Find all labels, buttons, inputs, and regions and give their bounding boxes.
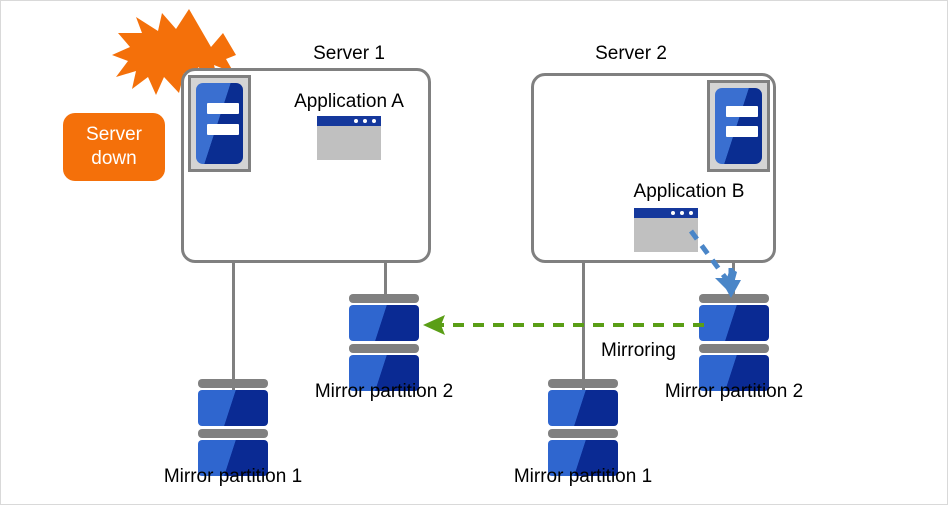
server-1-unit-icon	[188, 75, 251, 172]
write-arrow	[685, 228, 745, 298]
server-1-connector-right	[384, 263, 387, 298]
application-a-label: Application A	[294, 91, 404, 112]
server-down-badge: Server down	[63, 113, 165, 181]
server-1-title: Server 1	[313, 43, 385, 64]
s1-mirror-partition-1-label: Mirror partition 1	[163, 466, 303, 487]
mirroring-arrow	[419, 313, 704, 337]
s1-mirror-partition-2-disk	[349, 294, 419, 394]
server-2-title: Server 2	[595, 43, 667, 64]
server-down-line1: Server	[86, 124, 142, 145]
s1-mirror-partition-1-disk	[198, 379, 268, 479]
application-b-window-icon	[634, 208, 698, 252]
s1-mirror-partition-2-label: Mirror partition 2	[314, 381, 454, 402]
server-1-connector-left	[232, 263, 235, 390]
s2-mirror-partition-1-label: Mirror partition 1	[513, 466, 653, 487]
lightning-bolt-icon	[106, 7, 236, 122]
application-b-label: Application B	[633, 181, 745, 202]
s2-mirror-partition-1-disk	[548, 379, 618, 479]
mirroring-label: Mirroring	[601, 340, 676, 361]
application-a-window-icon	[317, 116, 381, 160]
server-down-line2: down	[91, 148, 137, 169]
s2-mirror-partition-2-label: Mirror partition 2	[664, 381, 804, 402]
s2-mirror-partition-2-disk	[699, 294, 769, 394]
server-2-unit-icon	[707, 80, 770, 172]
